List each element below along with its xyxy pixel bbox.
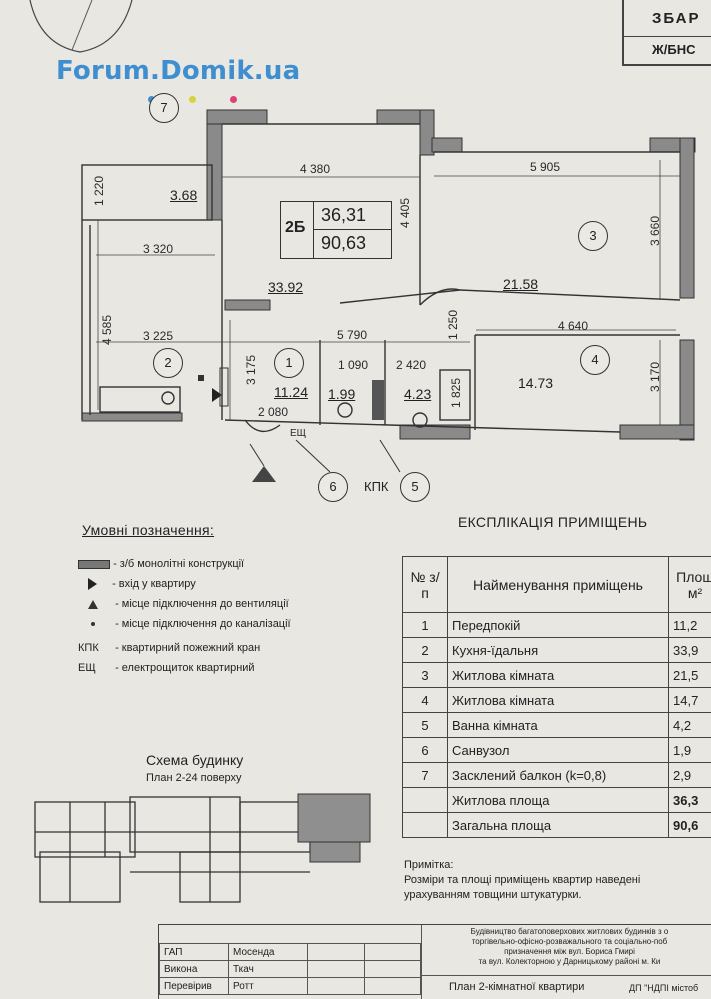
dim-kitchen-top: 3 320 <box>143 242 173 256</box>
sewer-dot-icon <box>91 622 95 626</box>
col-area-header: Площ м² <box>669 557 711 613</box>
legend-abbr-kpk: КПК - квартирний пожежний кран <box>78 642 368 662</box>
dim-3660: 3 660 <box>648 216 662 246</box>
col-number-header: № з/п <box>403 557 448 613</box>
room-marker-4: 4 <box>580 345 610 375</box>
dim-1090: 1 090 <box>338 358 368 372</box>
apartment-total-area: 90,63 <box>321 233 366 254</box>
wall-swatch-icon <box>78 560 110 569</box>
kpk-label: КПК <box>364 479 389 494</box>
legend-item: - вхід у квартиру <box>78 578 368 598</box>
kitchen-area: 33.92 <box>268 279 303 295</box>
room-marker-7: 7 <box>149 93 179 123</box>
legend-item: - місце підключення до вентиляції <box>78 598 368 618</box>
hall-area: 11.24 <box>274 384 308 400</box>
room-marker-3: 3 <box>578 221 608 251</box>
col-name-header: Найменування приміщень <box>448 557 669 613</box>
dim-2080: 2 080 <box>258 405 288 419</box>
legend-item: - з/б монолітні конструкції <box>78 558 368 578</box>
note: Примітка: Розміри та площі приміщень ква… <box>404 858 711 903</box>
bathroom-area: 4.23 <box>404 386 431 402</box>
room-marker-2: 2 <box>153 348 183 378</box>
vent-triangle-icon <box>88 600 98 609</box>
dim-4405: 4 405 <box>398 198 412 228</box>
room3-area: 21.58 <box>503 276 538 292</box>
explication-title: ЕКСПЛІКАЦІЯ ПРИМІЩЕНЬ <box>458 514 647 530</box>
dim-5790: 5 790 <box>337 328 367 342</box>
dim-3170: 3 170 <box>648 362 662 392</box>
entry-arrow-icon <box>88 578 97 590</box>
apartment-type: 2Б <box>285 219 305 237</box>
section-marker-5: 5 <box>400 472 430 502</box>
room4-area: 14.73 <box>518 375 553 391</box>
apartment-living-area: 36,31 <box>321 205 366 226</box>
dim-2420: 2 420 <box>396 358 426 372</box>
dim-1250: 1 250 <box>446 310 460 340</box>
organization: ДП "НДПІ містоб <box>629 983 698 993</box>
scheme-subtitle: План 2-24 поверху <box>146 772 242 784</box>
dim-3225: 3 225 <box>143 329 173 343</box>
dim-4640: 4 640 <box>558 319 588 333</box>
dim-3175: 3 175 <box>244 355 258 385</box>
dim-4585: 4 585 <box>100 315 114 345</box>
project-description: Будівництво багатоповерхових житлових бу… <box>427 927 711 967</box>
dim-balcony-depth: 1 220 <box>92 176 106 206</box>
legend-item: - місце підключення до каналізації <box>78 618 368 638</box>
building-scheme <box>30 792 375 912</box>
eshch-label: ЕЩ <box>290 428 306 439</box>
room-marker-1: 1 <box>274 348 304 378</box>
legend-abbr-eshch: ЕЩ - електрощиток квартирний <box>78 662 368 682</box>
sheet-title: План 2-кімнатної квартири <box>449 981 584 993</box>
dim-1825: 1 825 <box>449 378 463 408</box>
legend-title: Умовні позначення: <box>82 522 214 538</box>
apartment-info-box: 2Б 36,31 90,63 <box>280 201 392 259</box>
legend: - з/б монолітні конструкції - вхід у ква… <box>78 558 368 682</box>
section-marker-6: 6 <box>318 472 348 502</box>
wc-area: 1.99 <box>328 386 355 402</box>
dim-top-left: 4 380 <box>300 162 330 176</box>
balcony-area: 3.68 <box>170 187 197 203</box>
dim-top-right: 5 905 <box>530 160 560 174</box>
scheme-title: Схема будинку <box>146 752 243 768</box>
